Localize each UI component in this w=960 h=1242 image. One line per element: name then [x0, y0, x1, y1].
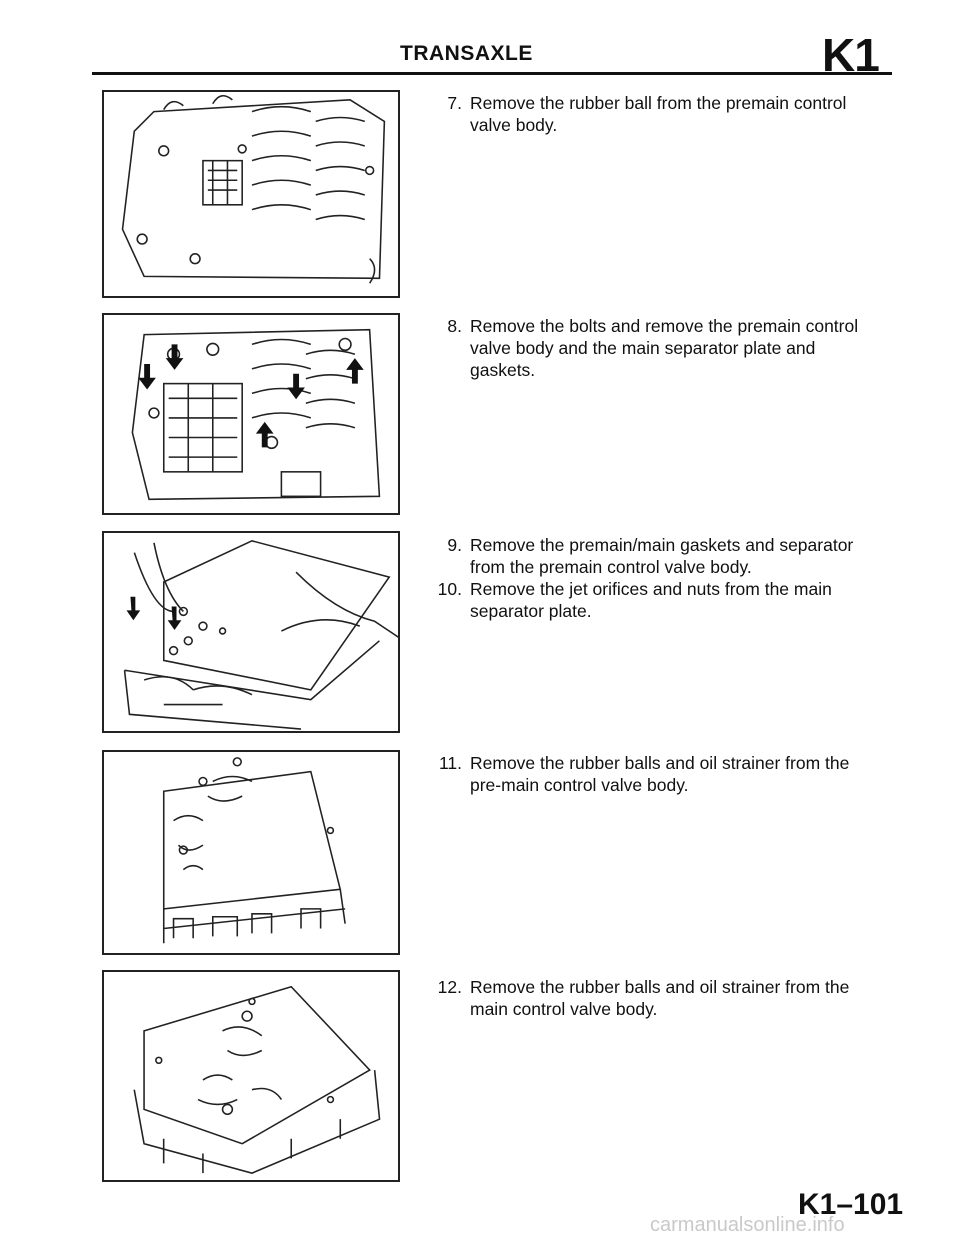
step-8: 8. Remove the bolts and remove the prema… — [418, 315, 884, 381]
step-10: 10. Remove the jet orifices and nuts fro… — [418, 578, 884, 622]
figure-premain-body — [102, 750, 400, 955]
step-text: Remove the premain/main gaskets and sepa… — [470, 535, 854, 577]
step-number: 9. — [447, 535, 462, 555]
figure-main-body — [102, 970, 400, 1182]
step-text: Remove the bolts and remove the premain … — [470, 316, 859, 380]
step-number: 8. — [447, 316, 462, 336]
step-number: 7. — [447, 93, 462, 113]
step-12: 12. Remove the rubber balls and oil stra… — [418, 976, 884, 1020]
figure-valve-body-1 — [102, 90, 400, 298]
step-text: Remove the jet orifices and nuts from th… — [470, 579, 832, 621]
step-number: 11. — [438, 753, 462, 773]
figure-separator-plate — [102, 531, 400, 733]
figure-valve-body-2 — [102, 313, 400, 515]
step-number: 10. — [437, 579, 462, 599]
header-rule — [92, 72, 892, 75]
step-text: Remove the rubber balls and oil strainer… — [470, 753, 850, 795]
step-11: 11. Remove the rubber balls and oil stra… — [418, 752, 884, 796]
section-title: TRANSAXLE — [400, 42, 533, 65]
step-text: Remove the rubber balls and oil strainer… — [470, 977, 850, 1019]
step-number: 12. — [437, 977, 462, 997]
step-text: Remove the rubber ball from the premain … — [470, 93, 847, 135]
page-number: K1–101 — [798, 1188, 904, 1221]
step-9: 9. Remove the premain/main gaskets and s… — [418, 534, 884, 578]
watermark: carmanualsonline.info — [650, 1214, 845, 1236]
step-7: 7. Remove the rubber ball from the prema… — [418, 92, 884, 136]
